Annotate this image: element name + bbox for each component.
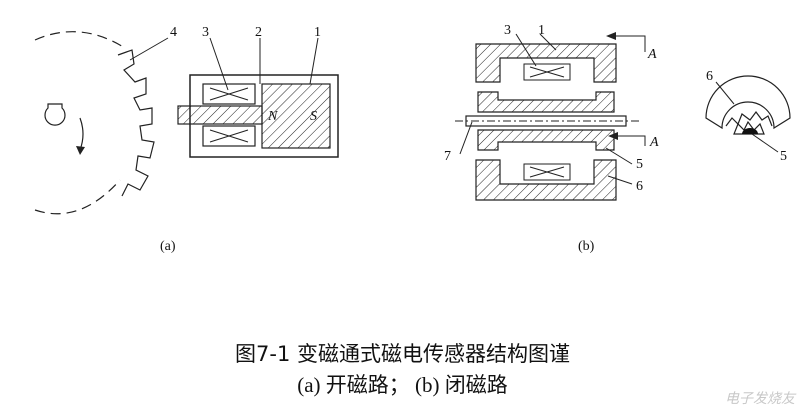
diagram-a-label: (a) — [160, 239, 176, 254]
callout-d5: 5 — [780, 149, 787, 164]
gear-teeth — [117, 49, 155, 197]
callout-3: 3 — [202, 25, 209, 40]
leader-b3 — [515, 33, 537, 67]
coil-lower-cross — [209, 129, 249, 143]
section-label-bottom: A — [649, 135, 659, 150]
figure-caption-subtitle: (a) 开磁路； (b) 闭磁路 — [297, 373, 508, 397]
diagram-b-label: (b) — [578, 239, 595, 254]
inner-teeth — [725, 111, 773, 127]
stator-ring-section — [705, 75, 791, 130]
leader-d6 — [715, 81, 735, 105]
watermark-logo: 电子发烧友 — [725, 391, 795, 407]
leader-3 — [209, 37, 229, 91]
callout-b7: 7 — [444, 149, 451, 164]
leader-b6 — [607, 175, 633, 185]
callout-2: 2 — [255, 25, 262, 40]
rotor-core — [742, 128, 758, 134]
permanent-magnet — [261, 83, 331, 149]
leader-d5 — [751, 133, 779, 153]
section-label-top: A — [647, 47, 657, 62]
leader-b7 — [459, 121, 473, 155]
callout-4: 4 — [170, 25, 177, 40]
leader-b5 — [605, 147, 633, 165]
leader-b1 — [539, 33, 557, 51]
callout-1: 1 — [314, 25, 321, 40]
callout-b6: 6 — [636, 179, 643, 194]
rotation-arrowhead — [76, 146, 85, 155]
stator-bottom — [475, 159, 617, 201]
section-detail: 6 5 — [705, 69, 791, 164]
gear-shaft — [44, 103, 66, 126]
pole-n-label: N — [267, 109, 278, 124]
rotor-lower — [477, 129, 615, 151]
section-arrow-top — [616, 35, 646, 52]
rotation-arrow — [79, 117, 84, 151]
section-arrowhead-top — [606, 32, 616, 40]
coil-upper-cross — [209, 87, 249, 101]
callout-b3: 3 — [504, 23, 511, 38]
gear-outline — [34, 31, 126, 215]
coil-bottom-cross — [529, 166, 565, 178]
callout-b5: 5 — [636, 157, 643, 172]
pole-piece — [177, 105, 263, 125]
section-arrowhead-bottom — [608, 132, 618, 140]
callout-d6: 6 — [706, 69, 713, 84]
leader-1 — [309, 37, 319, 85]
figure-caption-title: 图7-1 变磁通式磁电传感器结构图谨 — [235, 342, 570, 366]
leader-4 — [129, 37, 169, 61]
open-circuit-diagram: 4 3 2 1 N S (a) — [34, 25, 339, 254]
rotor-upper — [477, 91, 615, 113]
stator-top — [475, 43, 617, 83]
closed-circuit-diagram: 3 1 7 5 6 A A (b) — [444, 23, 659, 254]
coil-top-cross — [529, 66, 565, 78]
pole-s-label: S — [310, 109, 317, 124]
callout-b1: 1 — [538, 23, 545, 38]
section-arrow-bottom — [618, 135, 646, 146]
